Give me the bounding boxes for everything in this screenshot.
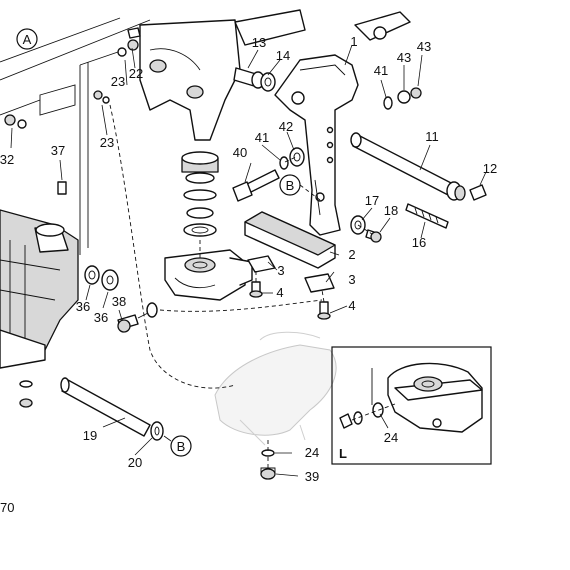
callout-18: 18 bbox=[384, 203, 398, 218]
callout-41b: 41 bbox=[374, 63, 388, 78]
washer-20 bbox=[150, 421, 164, 441]
bolt-40 bbox=[232, 169, 280, 202]
callout-12: 12 bbox=[483, 161, 497, 176]
callout-16: 16 bbox=[412, 235, 426, 250]
clip-37 bbox=[57, 181, 67, 195]
callout-4b: 4 bbox=[348, 298, 355, 313]
callout-11: 11 bbox=[425, 129, 439, 144]
bolt-16 bbox=[405, 203, 449, 229]
callout-24b: 24 bbox=[384, 430, 398, 445]
callout-23b: 23 bbox=[100, 135, 114, 150]
callout-42: 42 bbox=[279, 119, 293, 134]
swivel-housing bbox=[164, 249, 253, 301]
callout-24a: 24 bbox=[305, 445, 319, 460]
callout-3a: 3 bbox=[277, 263, 284, 278]
circled-label-b-upper: B bbox=[279, 174, 301, 196]
callout-22: 22 bbox=[129, 66, 143, 81]
callout-39: 39 bbox=[305, 469, 319, 484]
bolt-18 bbox=[365, 229, 382, 243]
callout-17: 17 bbox=[365, 193, 379, 208]
nuts-43 bbox=[397, 87, 422, 104]
callout-38: 38 bbox=[112, 294, 126, 309]
fastener-23-lower bbox=[93, 90, 110, 104]
inset-detail-box bbox=[331, 346, 492, 465]
svg-text:B: B bbox=[177, 439, 186, 454]
callout-36a: 36 bbox=[76, 299, 90, 314]
dashed-leaders bbox=[109, 104, 373, 470]
callout-numbers: 1 2 3 3 4 4 11 12 13 14 16 17 18 19 20 2… bbox=[0, 34, 497, 515]
collar-13-seal-14 bbox=[233, 67, 276, 92]
callout-14: 14 bbox=[276, 48, 290, 63]
callout-1: 1 bbox=[350, 34, 357, 49]
trim-motor-unit bbox=[0, 209, 79, 369]
clamp-bracket bbox=[139, 9, 411, 141]
callout-leaders bbox=[10, 44, 487, 477]
plate-2 bbox=[244, 211, 336, 269]
svg-text:A: A bbox=[23, 32, 32, 47]
part-32 bbox=[4, 114, 27, 129]
bolt-4-left bbox=[249, 281, 263, 298]
tilt-tube-11 bbox=[350, 132, 466, 201]
callout-43b: 43 bbox=[417, 39, 431, 54]
bolt-lower-left bbox=[19, 398, 33, 408]
callout-23a: 23 bbox=[111, 74, 125, 89]
circled-label-a: A bbox=[16, 28, 38, 50]
corner-fragment: 70 bbox=[0, 500, 14, 515]
callout-3b: 3 bbox=[348, 272, 355, 287]
ghost-lower-casing bbox=[214, 331, 337, 446]
tube-19 bbox=[60, 377, 151, 437]
bolt-12 bbox=[469, 184, 487, 201]
svg-text:B: B bbox=[286, 178, 295, 193]
callout-43a: 43 bbox=[397, 50, 411, 65]
bolt-38 bbox=[117, 302, 158, 333]
callout-37: 37 bbox=[51, 143, 65, 158]
callout-36b: 36 bbox=[94, 310, 108, 325]
fastener-23-upper bbox=[117, 47, 127, 57]
bolt-22 bbox=[127, 27, 141, 51]
bushings-36 bbox=[84, 265, 119, 291]
callout-19: 19 bbox=[83, 428, 97, 443]
callout-41a: 41 bbox=[255, 130, 269, 145]
pivot-bushing-stack bbox=[181, 151, 219, 237]
bracket-3-lower bbox=[304, 273, 335, 293]
callout-4a: 4 bbox=[276, 285, 283, 300]
callout-32: 32 bbox=[0, 152, 14, 167]
callout-20: 20 bbox=[128, 455, 142, 470]
callout-13: 13 bbox=[252, 35, 266, 50]
callout-40: 40 bbox=[233, 145, 247, 160]
bolt-4-right bbox=[317, 301, 331, 320]
bolt-39 bbox=[260, 467, 276, 480]
inset-label-l: L bbox=[339, 446, 347, 461]
washer-lower-left bbox=[19, 380, 33, 388]
frame-lines bbox=[0, 17, 151, 255]
washers-41-42 bbox=[279, 96, 393, 170]
callout-2: 2 bbox=[348, 247, 355, 262]
swivel-bracket-1 bbox=[274, 54, 359, 236]
circled-label-b-lower: B bbox=[163, 435, 192, 457]
